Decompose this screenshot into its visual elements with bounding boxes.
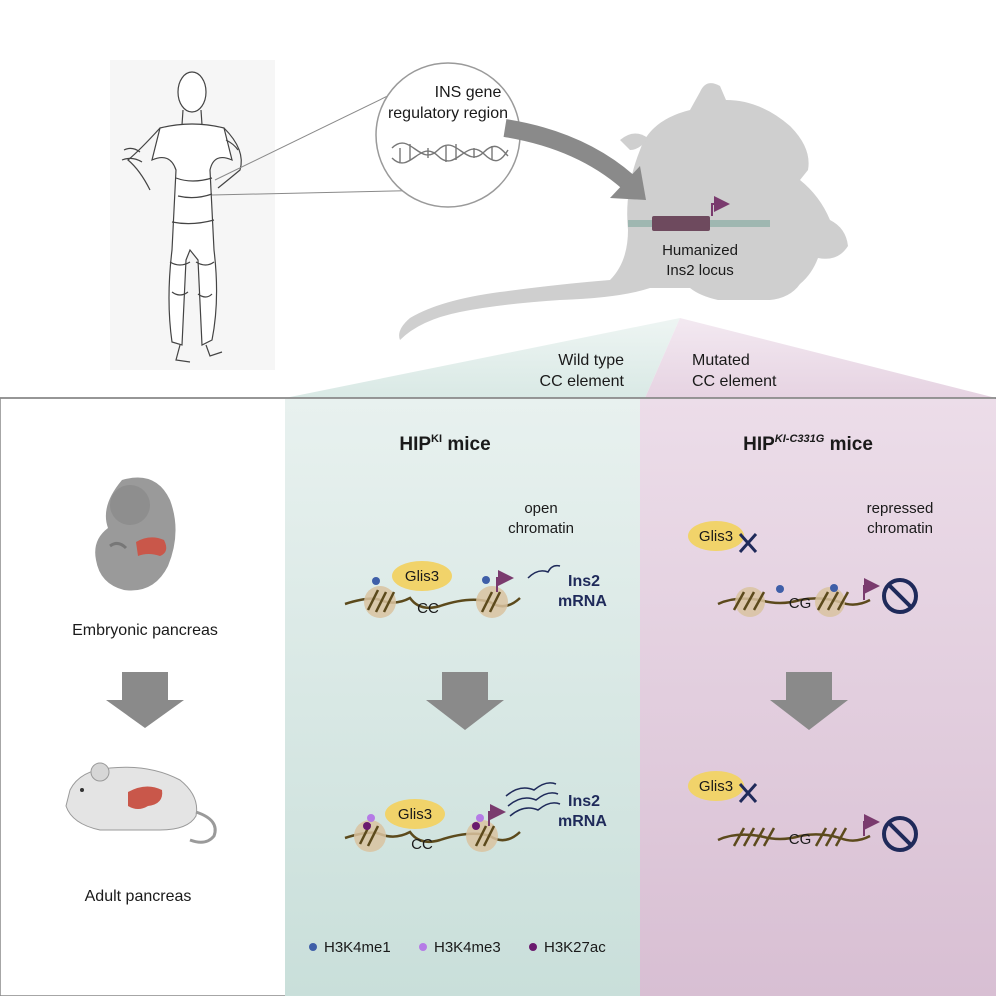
cc-element-label: CC: [417, 600, 439, 617]
wt-panel-content: HIPKI mice open chromatin Glis3 CC Ins2 …: [309, 433, 607, 956]
wt-panel-title: HIPKI mice: [399, 433, 490, 455]
legend-label-h3k4me3: H3K4me3: [434, 939, 501, 956]
legend-swatch-h3k4me3: [419, 943, 427, 951]
wt-label-line1: Wild type: [558, 352, 624, 369]
promoter-arrow-icon: [711, 196, 730, 216]
adult-label: Adult pancreas: [85, 888, 192, 905]
repressed-chromatin-line2: chromatin: [867, 520, 933, 537]
wt-development-arrow: [426, 672, 504, 730]
legend-label-h3k27ac: H3K27ac: [544, 939, 606, 956]
h3k4me1-mark: [776, 585, 784, 593]
embryo-label: Embryonic pancreas: [72, 622, 218, 639]
open-chromatin-line1: open: [524, 500, 557, 517]
open-chromatin-line2: chromatin: [508, 520, 574, 537]
mutant-adult-chromatin: Glis3 CG: [688, 771, 918, 852]
mrna-label-line1: Ins2: [568, 573, 600, 590]
mut-label-line2: CC element: [692, 373, 777, 390]
insertion-arrow: [503, 119, 646, 200]
glis3-label: Glis3: [699, 528, 733, 545]
locus-label-line1: Humanized: [662, 242, 738, 259]
h3k27ac-mark: [472, 822, 480, 830]
no-expression-icon: [882, 578, 918, 614]
mutant-panel-content: HIPKI-C331G mice repressed chromatin Gli…: [688, 433, 934, 852]
dna-helix-icon: [391, 142, 509, 164]
mrna-label-line1: Ins2: [568, 793, 600, 810]
glis3-label: Glis3: [398, 806, 432, 823]
mrna-transcripts: [505, 782, 561, 817]
h3k4me3-mark: [476, 814, 484, 822]
glis3-factor: [688, 771, 744, 801]
h3k4me1-mark: [372, 577, 380, 585]
mrna-label-line2: mRNA: [558, 813, 607, 830]
adult-mouse-icon: [65, 762, 217, 844]
wt-embryonic-chromatin: Glis3 CC Ins2 mRNA: [344, 561, 607, 618]
development-arrow: [106, 672, 184, 728]
left-panel: Embryonic pancreas Adult pancreas: [65, 477, 218, 905]
h3k4me1-mark: [830, 584, 838, 592]
mrna-transcript: [527, 564, 561, 579]
circle-label-line2: regulatory region: [388, 105, 508, 122]
promoter-arrow-icon: [863, 814, 880, 836]
glis3-factor: [392, 561, 452, 591]
histone-legend: H3K4me1 H3K4me3 H3K27ac: [309, 939, 606, 956]
projection-fan: [285, 318, 996, 398]
cg-element-label: CG: [789, 595, 812, 612]
h3k27ac-mark: [363, 822, 371, 830]
nucleosome: [815, 587, 845, 617]
promoter-arrow-icon: [488, 804, 506, 826]
regulatory-region-circle: INS gene regulatory region: [375, 62, 521, 208]
human-figure-icon: [110, 60, 275, 370]
legend-swatch-h3k4me1: [309, 943, 317, 951]
binding-blocked-icon: [738, 783, 758, 803]
nucleosome: [476, 586, 508, 618]
cc-element-label: CC: [411, 836, 433, 853]
binding-blocked-icon: [738, 533, 758, 553]
promoter-arrow-icon: [863, 578, 880, 600]
glis3-label: Glis3: [699, 778, 733, 795]
promoter-arrow-icon: [496, 570, 514, 592]
mutant-panel-title: HIPKI-C331G mice: [743, 433, 873, 455]
no-expression-icon: [882, 816, 918, 852]
embryo-icon: [95, 477, 176, 591]
mouse-silhouette-icon: [399, 83, 848, 340]
mutant-development-arrow: [770, 672, 848, 730]
repressed-chromatin-line1: repressed: [867, 500, 934, 517]
wt-label-line2: CC element: [540, 373, 625, 390]
h3k4me3-mark: [367, 814, 375, 822]
glis3-label: Glis3: [405, 568, 439, 585]
mutant-embryonic-chromatin: Glis3 CG: [688, 521, 918, 617]
legend-swatch-h3k27ac: [529, 943, 537, 951]
glis3-factor: [688, 521, 744, 551]
mrna-label-line2: mRNA: [558, 593, 607, 610]
humanized-locus: Humanized Ins2 locus: [628, 196, 770, 279]
legend-label-h3k4me1: H3K4me1: [324, 939, 391, 956]
cg-element-label: CG: [789, 831, 812, 848]
wt-adult-chromatin: Glis3 CC Ins2 mRNA: [344, 782, 607, 853]
h3k4me1-mark: [482, 576, 490, 584]
glis3-factor: [385, 799, 445, 829]
locus-label-line2: Ins2 locus: [666, 262, 734, 279]
mut-label-line1: Mutated: [692, 352, 750, 369]
circle-label-line1: INS gene: [435, 84, 502, 101]
